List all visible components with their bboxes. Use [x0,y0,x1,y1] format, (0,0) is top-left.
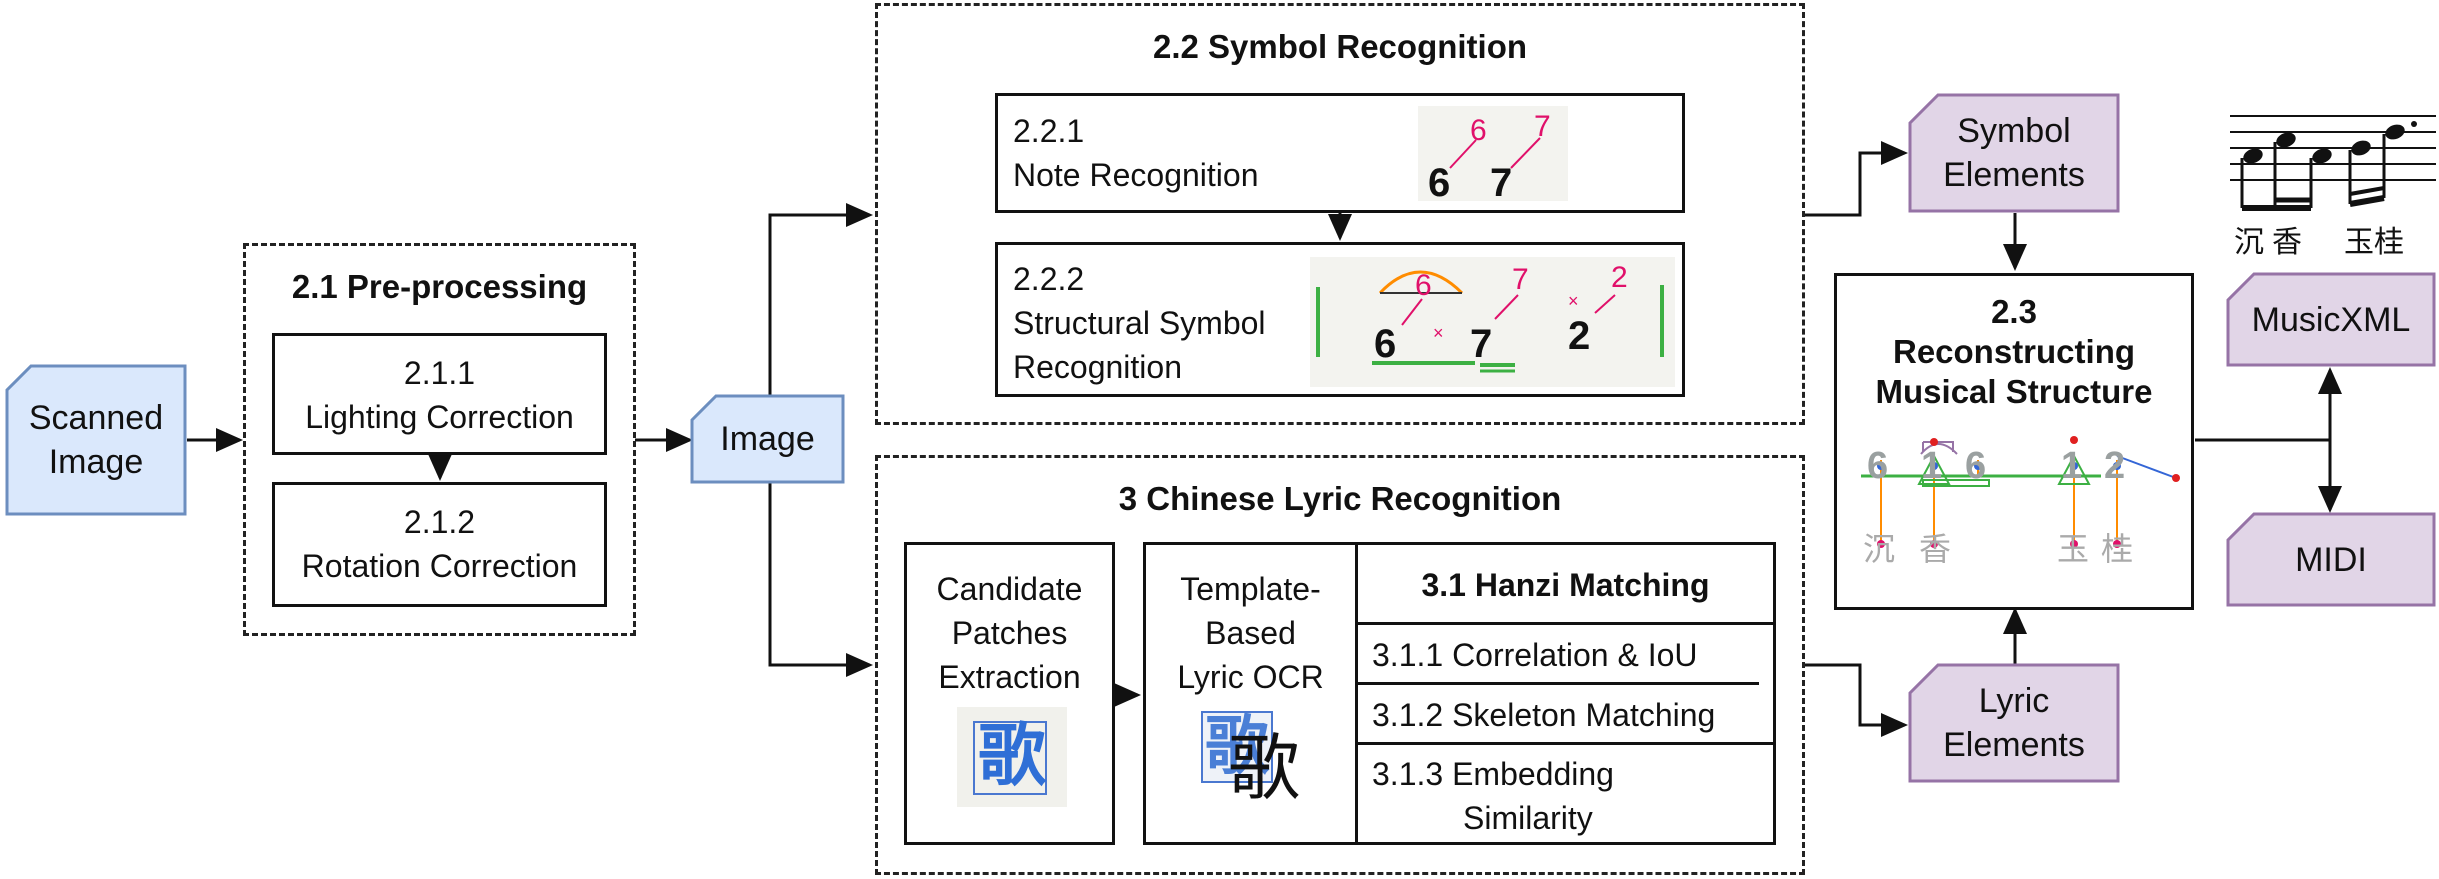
structural-recognition-box: 2.2.2 Structural Symbol Recognition × × … [995,242,1685,397]
template-glyph-blue: 歌 [1205,709,1269,784]
rotation-correction-label: Rotation Correction [301,548,578,584]
reconstruction-digit: 6 [1965,445,1986,487]
preprocessing-title: 2.1 Pre-processing [291,268,588,305]
dot-marker: × [1568,291,1579,311]
note-digit: 7 [1490,161,1512,201]
lighting-correction-label: Lighting Correction [305,399,574,435]
lighting-correction-number: 2.1.1 [403,355,476,391]
template-overlay-image: 歌 歌 [1201,707,1311,815]
reconstruction-lyric: 玉 [2057,530,2089,568]
reconstruction-digit: 1 [2061,445,2082,487]
structural-recognition-label-1: Structural Symbol [1013,305,1266,341]
template-ocr-box: Template- Based Lyric OCR 歌 歌 3.1 Hanzi … [1143,542,1776,845]
scanned-image-shape [5,364,187,516]
candidate-patches-box: Candidate Patches Extraction 歌 [904,542,1115,845]
note-recognition-box: 2.2.1 Note Recognition 6 7 6 7 [995,93,1685,213]
arrow-lyric-to-elements [1805,663,1908,737]
symbol-recognition-title: 2.2 Symbol Recognition [1152,28,1528,65]
rotation-correction-number: 2.1.2 [403,504,476,540]
note-annotation: 6 [1470,114,1487,147]
staff-notation-preview: 沉 香 玉桂 [2230,115,2436,260]
structural-annotation: 7 [1512,263,1529,296]
candidate-line-2: Patches [951,615,1068,651]
midi-shape [2226,512,2436,607]
structural-annotation: 2 [1611,261,1628,294]
note-recognition-figure: 6 7 6 7 [1418,106,1568,201]
structural-digit: 6 [1374,322,1396,366]
note-recognition-number: 2.2.1 [1013,113,1085,149]
symbol-elements-shape [1908,93,2120,213]
template-line-3: Lyric OCR [1177,659,1324,695]
midi-label: MIDI [2295,540,2367,579]
matching-item-embedding-1: 3.1.3 Embedding [1372,756,1614,792]
arrow-image-to-symbol [768,203,873,440]
arrow-symbol-to-elements [1805,141,1908,217]
hanzi-matching-title: 3.1 Hanzi Matching [1358,545,1773,625]
candidate-patch-image: 歌 [957,707,1067,807]
template-ocr-cell: Template- Based Lyric OCR 歌 歌 [1146,545,1358,842]
staff-lyric: 玉桂 [2344,225,2404,260]
structural-recognition-number: 2.2.2 [1013,261,1085,297]
musicxml-label: MusicXML [2251,300,2411,339]
symbol-recognition-group [875,3,1805,425]
hanzi-matching-panel: 3.1 Hanzi Matching 3.1.1 Correlation & I… [1358,545,1773,842]
candidate-line-1: Candidate [936,571,1083,607]
rotation-correction-box: 2.1.2 Rotation Correction [272,482,607,607]
note-recognition-label: Note Recognition [1013,157,1259,193]
structural-annotation: 6 [1415,269,1432,302]
structural-recognition-label-2: Recognition [1013,349,1182,385]
lighting-correction-box: 2.1.1 Lighting Correction [272,333,607,455]
lyric-elements-label: Lyric Elements [1943,682,2085,764]
reconstruction-box: 2.3 Reconstructing Musical Structure [1834,273,2194,610]
image-shape [690,394,845,484]
dot-marker: × [1433,323,1444,343]
note-digit: 6 [1428,161,1450,201]
reconstruction-digit: 6 [1867,445,1888,487]
staff-lyric: 香 [2272,225,2302,260]
staff-lyric: 沉 [2234,225,2264,260]
structural-digit: 7 [1470,322,1492,366]
template-glyph-black: 歌 [1227,726,1300,810]
reconstruction-number: 2.3 [1991,293,2037,330]
symbol-elements-label: Symbol Elements [1943,112,2085,194]
matching-item-correlation: 3.1.1 Correlation & IoU [1358,625,1759,685]
template-line-1: Template- [1180,571,1321,607]
matching-item-skeleton: 3.1.2 Skeleton Matching [1358,685,1773,745]
note-annotation: 7 [1534,110,1551,143]
reconstruction-line-1: Reconstructing [1892,333,2136,370]
reconstruction-lyric: 沉 [1863,530,1895,568]
scanned-image-label: Scanned Image [28,399,164,481]
reconstruction-figure: 6 1 6 1 2 沉 香 玉 桂 [1861,426,2181,576]
candidate-line-3: Extraction [938,659,1081,695]
structural-digit: 2 [1568,314,1590,358]
template-line-2: Based [1205,615,1296,651]
candidate-glyph: 歌 [977,716,1046,796]
arrow-image-to-lyric [768,440,873,677]
preprocessing-group [243,243,636,636]
matching-item-embedding-2: Similarity [1463,800,1593,836]
lyric-elements-shape [1908,663,2120,783]
musicxml-shape [2226,272,2436,367]
image-label: Image [720,420,815,458]
reconstruction-line-2: Musical Structure [1875,373,2153,410]
reconstruction-lyric: 香 [1919,530,1951,568]
reconstruction-digit: 1 [1921,445,1942,487]
reconstruction-digit: 2 [2104,445,2125,487]
lyric-recognition-group [875,455,1805,875]
structural-recognition-figure: × × 6 7 2 6 7 2 [1310,257,1675,387]
reconstruction-lyric: 桂 [2101,530,2133,568]
lyric-recognition-title: 3 Chinese Lyric Recognition [1118,480,1562,517]
